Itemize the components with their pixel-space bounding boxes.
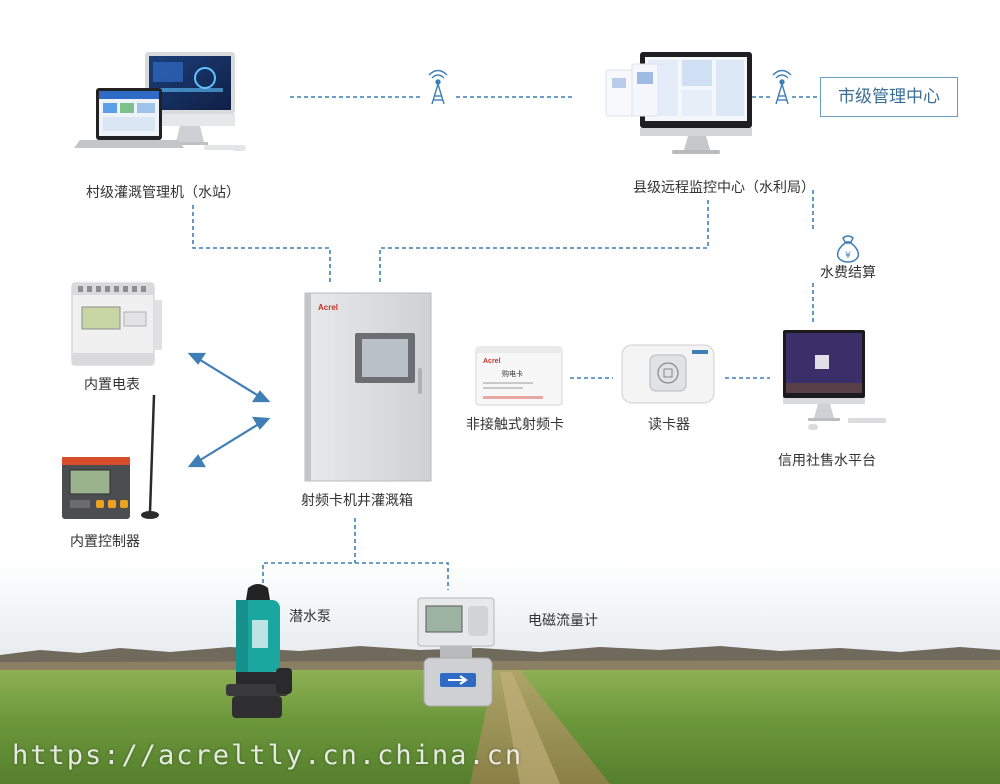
money-bag-icon: ¥ (836, 235, 860, 263)
county-center-label: 县级远程监控中心（水利局） (633, 180, 815, 196)
flowmeter-label: 电磁流量计 (528, 613, 598, 629)
svg-text:Acrel: Acrel (483, 358, 501, 365)
monitor-dashboard-icon (605, 52, 752, 154)
arrow-meter-box (196, 357, 263, 399)
desktop-computer-icon (145, 52, 246, 151)
watermark-text: https://acreltly.cn.china.cn (12, 740, 524, 771)
brand-logo: Acrel (318, 303, 338, 312)
water-fee-label: 水费结算 (820, 265, 876, 281)
electromagnetic-flowmeter-icon (417, 597, 495, 707)
antenna-icon (772, 69, 792, 105)
card-title-text: 购电卡 (502, 369, 523, 378)
link-village-box (192, 205, 331, 282)
submersible-pump-icon (226, 584, 292, 718)
irrigation-cabinet-icon: Acrel (304, 292, 432, 482)
svg-text:¥: ¥ (845, 251, 851, 261)
rf-card-icon: Acrel 购电卡 (475, 346, 563, 406)
meter-label: 内置电表 (84, 377, 140, 393)
city-center-box: 市级管理中心 (820, 77, 958, 117)
pump-label: 潜水泵 (289, 609, 331, 625)
card-reader-icon (621, 344, 715, 404)
rf-card-label: 非接触式射频卡 (466, 417, 564, 433)
link-pump-flowmeter (262, 562, 449, 590)
all-in-one-pc-icon (783, 330, 886, 430)
controller-icon (62, 394, 159, 519)
sales-platform-label: 信用社售水平台 (778, 453, 876, 469)
electricity-meter-icon (71, 282, 162, 366)
controller-label: 内置控制器 (70, 534, 140, 550)
arrow-controller-box (196, 421, 263, 463)
antenna-icon (428, 69, 448, 105)
laptop-icon (74, 88, 184, 148)
card-reader-label: 读卡器 (648, 417, 690, 433)
village-station-label: 村级灌溉管理机（水站） (86, 185, 240, 201)
link-county-box (379, 200, 709, 282)
irrigation-box-label: 射频卡机井灌溉箱 (301, 493, 413, 509)
